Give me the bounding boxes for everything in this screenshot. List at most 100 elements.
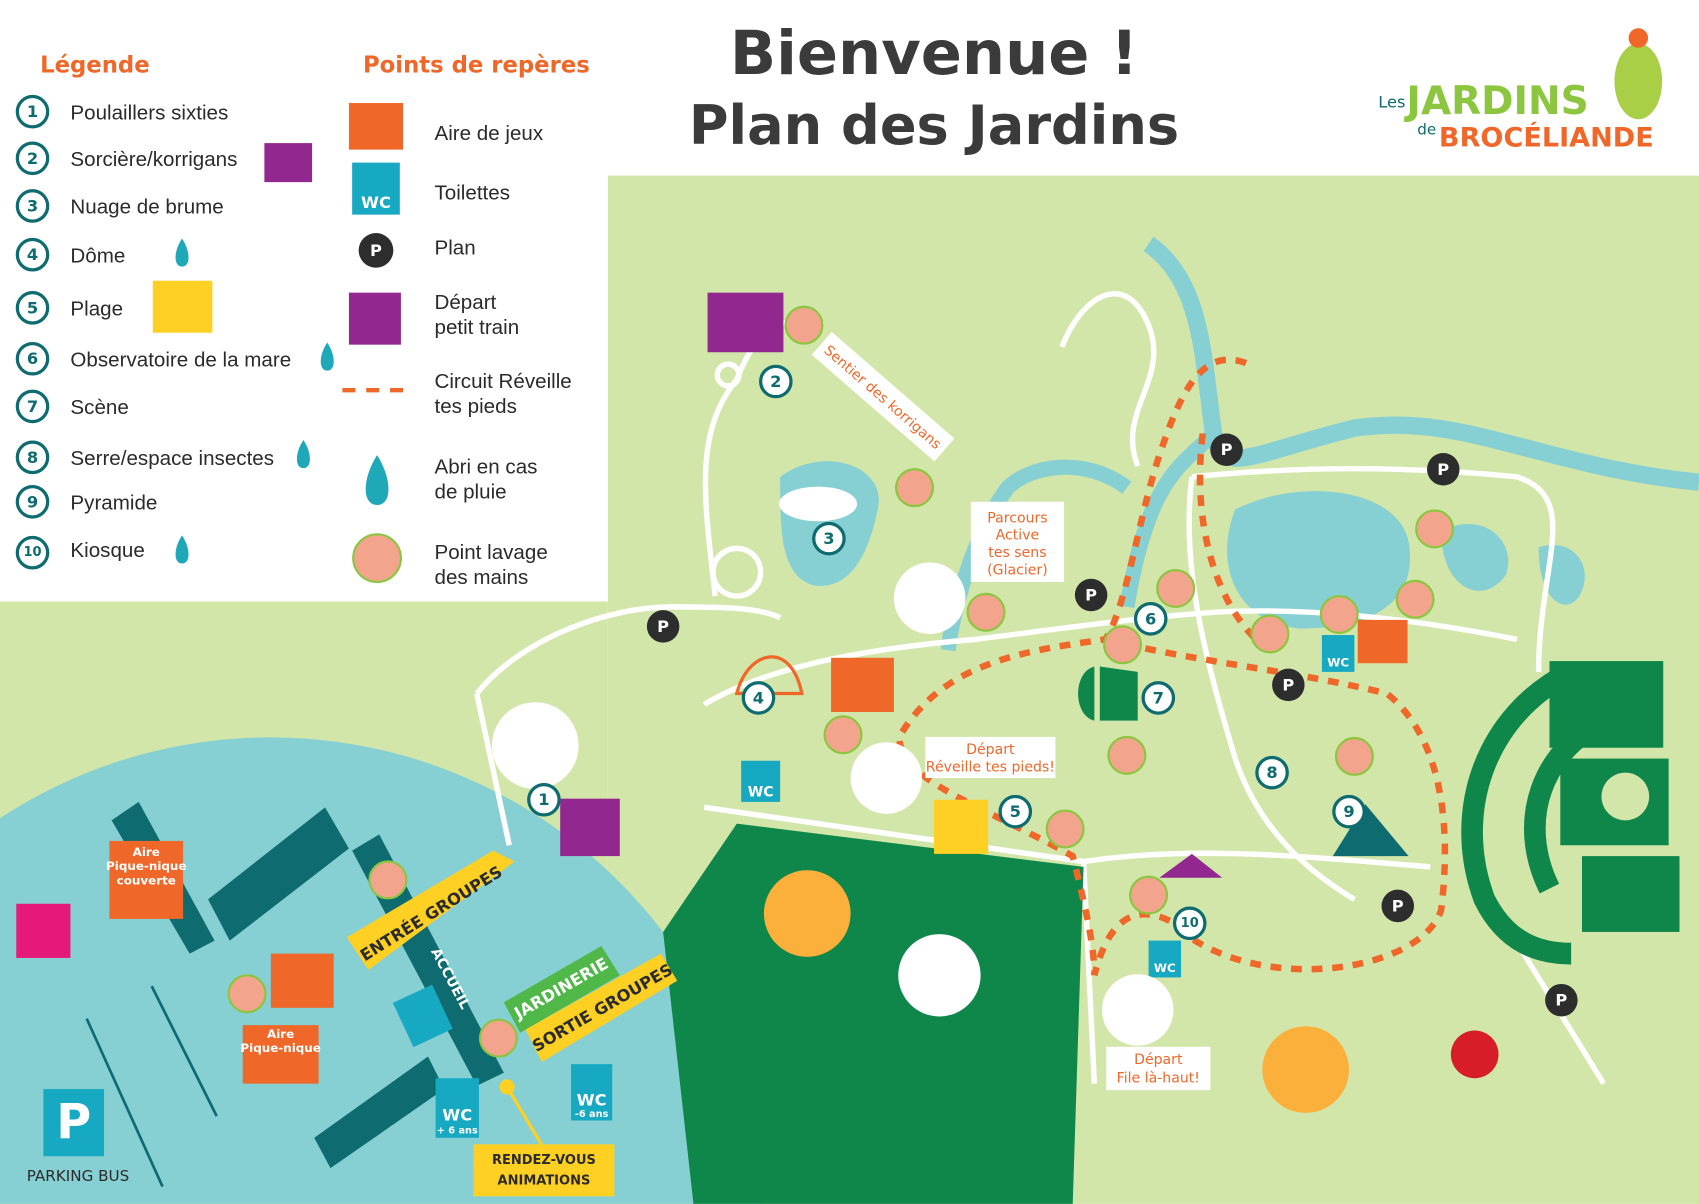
river (1143, 236, 1699, 491)
train-icon (560, 798, 620, 857)
cow-icon (898, 934, 981, 1017)
handwash-icon (352, 533, 402, 584)
handwash-points (227, 305, 1455, 1058)
svg-text:8: 8 (27, 448, 38, 467)
witch-icon (707, 292, 784, 353)
svg-text:RENDEZ-VOUS: RENDEZ-VOUS (492, 1153, 596, 1168)
stage-icon (1078, 666, 1138, 721)
clover-garden-icon (1601, 772, 1650, 821)
wc-marker: WC (1321, 635, 1355, 672)
mascot-icon (850, 742, 923, 814)
marker-6[interactable]: 6 (1133, 602, 1168, 636)
plan-marker[interactable]: P (646, 610, 680, 643)
plan-marker[interactable]: P (1427, 453, 1460, 486)
svg-text:Pyramide: Pyramide (70, 491, 157, 514)
dome-icon (734, 655, 804, 696)
svg-text:WC: WC (1154, 961, 1176, 975)
svg-text:1: 1 (538, 790, 549, 809)
wc-marker: WC (741, 760, 781, 802)
svg-text:1: 1 (27, 102, 38, 121)
marker-9[interactable]: 9 (1332, 794, 1366, 829)
parcours-label: Parcours Active tes sens (Glacier) (970, 501, 1065, 582)
svg-text:Kiosque: Kiosque (70, 539, 144, 562)
svg-text:P: P (1437, 460, 1449, 479)
svg-text:WC: WC (748, 784, 774, 800)
plan-marker[interactable]: P (1074, 578, 1108, 612)
svg-text:Abri en cas: Abri en cas (435, 456, 538, 479)
sheep-icon (1262, 1026, 1350, 1113)
page-subtitle: Plan des Jardins (689, 94, 1179, 157)
raindrop-icon (175, 238, 189, 267)
marker-10[interactable]: 10 (1172, 906, 1207, 941)
svg-text:Les: Les (1378, 92, 1405, 111)
marker-1[interactable]: 1 (527, 782, 561, 817)
svg-text:Sorcière/korrigans: Sorcière/korrigans (70, 148, 237, 171)
svg-text:Départ: Départ (966, 742, 1015, 758)
svg-text:de pluie: de pluie (435, 481, 507, 504)
svg-text:3: 3 (823, 529, 834, 548)
marker-2[interactable]: 2 (759, 364, 793, 399)
marker-5[interactable]: 5 (998, 794, 1033, 829)
svg-text:Parcours: Parcours (987, 510, 1047, 526)
wc-marker: WC (1148, 940, 1182, 978)
svg-text:5: 5 (1010, 802, 1021, 821)
svg-text:Nuage de brume: Nuage de brume (70, 196, 223, 219)
svg-text:Départ: Départ (1134, 1052, 1183, 1068)
plan-marker[interactable]: P (1272, 668, 1305, 702)
svg-text:Pique-nique: Pique-nique (106, 859, 186, 873)
plan-marker[interactable]: P (1381, 889, 1415, 923)
marker-3[interactable]: 3 (812, 521, 846, 556)
svg-text:des mains: des mains (435, 566, 529, 589)
picnic-covered: Aire Pique-nique couverte (106, 840, 187, 919)
svg-text:WC: WC (577, 1090, 607, 1109)
beach-icon (152, 280, 213, 333)
svg-text:Circuit Réveille: Circuit Réveille (435, 370, 572, 393)
svg-text:5: 5 (27, 298, 38, 317)
svg-text:Aire: Aire (267, 1027, 294, 1041)
plan-marker[interactable]: P (1210, 433, 1243, 467)
svg-text:-6 ans: -6 ans (575, 1109, 609, 1120)
svg-text:Légende: Légende (40, 53, 150, 79)
plan-marker[interactable]: P (1545, 983, 1578, 1017)
raindrop-icon (320, 342, 334, 371)
kiosk-icon (1159, 853, 1223, 878)
svg-text:Toilettes: Toilettes (435, 181, 511, 204)
marker-4[interactable]: 4 (741, 681, 776, 715)
camper-icon (16, 903, 71, 958)
mascot-icon (893, 562, 966, 634)
svg-text:P: P (657, 617, 669, 636)
marker-8[interactable]: 8 (1255, 755, 1289, 790)
parking-lines (85, 985, 218, 1188)
svg-text:P: P (370, 241, 382, 260)
svg-text:Points de repères: Points de repères (363, 53, 590, 79)
mist-cloud-icon (779, 486, 858, 522)
depart-file-label: Départ File là-haut! (1106, 1046, 1211, 1091)
svg-text:Observatoire de la mare: Observatoire de la mare (70, 348, 291, 371)
mascot-icon (491, 702, 579, 789)
svg-text:WC: WC (1327, 655, 1349, 669)
raindrop-icon (365, 455, 389, 506)
svg-text:couverte: couverte (117, 873, 176, 887)
mascot-icon (1101, 974, 1174, 1046)
svg-text:File là-haut!: File là-haut! (1117, 1071, 1200, 1087)
svg-text:ANIMATIONS: ANIMATIONS (498, 1174, 591, 1189)
plan-icon (358, 233, 394, 268)
playground-icon (1357, 619, 1408, 664)
svg-text:Réveille tes pieds!: Réveille tes pieds! (926, 760, 1055, 776)
svg-text:tes sens: tes sens (988, 545, 1046, 561)
svg-text:JARDINS: JARDINS (1403, 79, 1588, 124)
marker-7[interactable]: 7 (1141, 681, 1176, 715)
svg-text:2: 2 (27, 149, 38, 168)
svg-text:Scène: Scène (70, 396, 128, 419)
witch-icon (264, 143, 313, 183)
parking-bus: P PARKING BUS (27, 1089, 129, 1185)
svg-text:10: 10 (23, 545, 41, 560)
svg-text:Poulaillers sixties: Poulaillers sixties (70, 101, 228, 124)
field (663, 823, 1084, 1204)
svg-text:Plan: Plan (435, 237, 476, 260)
svg-text:Dôme: Dôme (70, 244, 125, 267)
svg-text:P: P (56, 1095, 91, 1150)
logo: Les JARDINS de BROCÉLIANDE (1378, 28, 1663, 153)
svg-text:7: 7 (27, 397, 38, 416)
